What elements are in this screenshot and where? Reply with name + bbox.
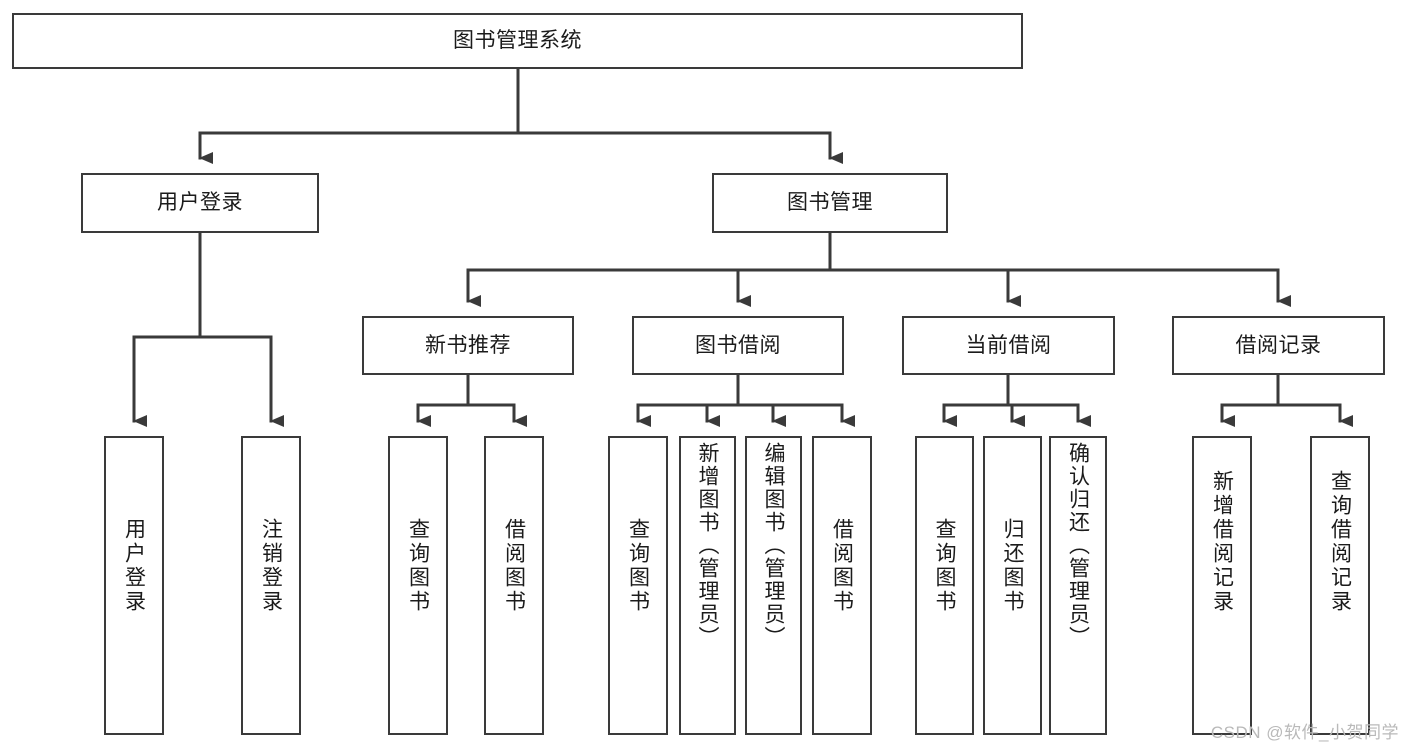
- node-root[interactable]: 图书管理系统: [12, 13, 1023, 69]
- node-leaf-add-book-admin-label: 新增图书（管理员）: [696, 442, 719, 649]
- node-current-borrow-label: 当前借阅: [965, 333, 1052, 357]
- node-leaf-borrow-book-label: 借阅图书: [830, 518, 854, 614]
- watermark: CSDN @软件_小贺同学: [1210, 723, 1399, 742]
- node-leaf-query-book-recommend-label: 查询图书: [406, 518, 430, 614]
- node-new-book-recommend-label: 新书推荐: [425, 333, 511, 357]
- node-leaf-return-book-label: 归还图书: [1001, 518, 1024, 614]
- node-book-borrow-label: 图书借阅: [695, 333, 781, 357]
- node-leaf-logout-login-label: 注销登录: [259, 518, 283, 614]
- node-user-login[interactable]: 用户登录: [81, 173, 319, 233]
- node-borrow-record[interactable]: 借阅记录: [1172, 316, 1385, 375]
- node-leaf-query-book-recommend[interactable]: 查询图书: [388, 436, 448, 735]
- node-leaf-logout-login[interactable]: 注销登录: [241, 436, 301, 735]
- node-leaf-edit-book-admin-label: 编辑图书（管理员）: [762, 442, 785, 649]
- node-leaf-user-login[interactable]: 用户登录: [104, 436, 164, 735]
- node-leaf-query-book-borrow[interactable]: 查询图书: [608, 436, 668, 735]
- node-leaf-borrow-book-recommend-label: 借阅图书: [502, 518, 526, 614]
- node-leaf-query-borrow-record[interactable]: 查询借阅记录: [1310, 436, 1370, 735]
- node-user-login-label: 用户登录: [157, 191, 243, 215]
- node-leaf-user-login-label: 用户登录: [122, 518, 146, 614]
- node-leaf-return-book[interactable]: 归还图书: [983, 436, 1042, 735]
- node-leaf-borrow-book-recommend[interactable]: 借阅图书: [484, 436, 544, 735]
- node-leaf-edit-book-admin[interactable]: 编辑图书（管理员）: [745, 436, 802, 735]
- node-book-manage-label: 图书管理: [787, 191, 873, 215]
- node-leaf-add-borrow-record[interactable]: 新增借阅记录: [1192, 436, 1252, 735]
- node-leaf-borrow-book[interactable]: 借阅图书: [812, 436, 872, 735]
- node-new-book-recommend[interactable]: 新书推荐: [362, 316, 574, 375]
- node-leaf-query-book-current-label: 查询图书: [933, 518, 956, 614]
- node-leaf-query-borrow-record-label: 查询借阅记录: [1328, 470, 1352, 614]
- node-borrow-record-label: 借阅记录: [1235, 333, 1322, 357]
- node-leaf-add-borrow-record-label: 新增借阅记录: [1210, 470, 1234, 614]
- node-leaf-confirm-return-admin-label: 确认归还（管理员）: [1066, 442, 1090, 649]
- node-root-label: 图书管理系统: [453, 29, 582, 53]
- node-leaf-query-book-current[interactable]: 查询图书: [915, 436, 974, 735]
- node-leaf-confirm-return-admin[interactable]: 确认归还（管理员）: [1049, 436, 1107, 735]
- node-leaf-add-book-admin[interactable]: 新增图书（管理员）: [679, 436, 736, 735]
- node-current-borrow[interactable]: 当前借阅: [902, 316, 1115, 375]
- node-book-manage[interactable]: 图书管理: [712, 173, 948, 233]
- node-book-borrow[interactable]: 图书借阅: [632, 316, 844, 375]
- node-leaf-query-book-borrow-label: 查询图书: [626, 518, 650, 614]
